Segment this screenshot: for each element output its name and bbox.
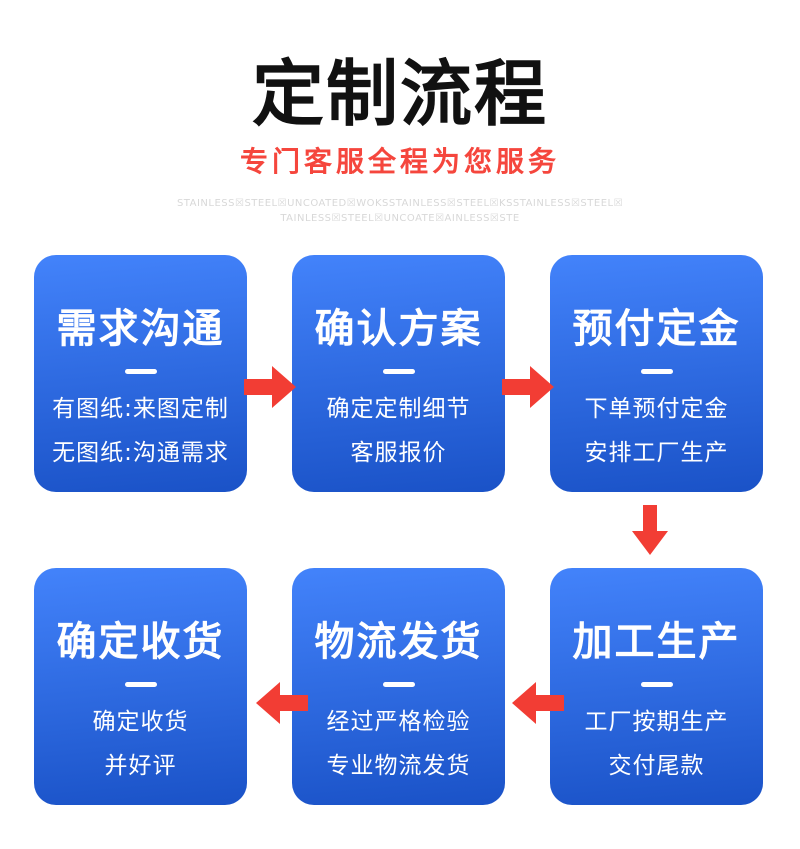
page-subtitle: 专门客服全程为您服务 bbox=[239, 145, 560, 178]
step-divider bbox=[382, 682, 415, 687]
watermark-text: STAINLESS☒STEEL☒UNCOATED☒WOKSSTAINLESS☒S… bbox=[0, 196, 800, 226]
step-title: 加工生产 bbox=[572, 619, 741, 665]
step-card-deposit: 预付定金 下单预付定金 安排工厂生产 bbox=[550, 255, 763, 492]
step-details: 有图纸:来图定制 无图纸:沟通需求 bbox=[52, 387, 229, 475]
step-line: 客服报价 bbox=[350, 440, 447, 466]
step-title: 预付定金 bbox=[572, 306, 741, 352]
step-line: 安排工厂生产 bbox=[584, 440, 729, 466]
watermark-line-2: TAINLESS☒STEEL☒UNCOATE☒AINLESS☒STE bbox=[280, 213, 520, 224]
step-line: 无图纸:沟通需求 bbox=[52, 440, 229, 466]
step-divider bbox=[640, 369, 673, 374]
step-title: 确定收货 bbox=[56, 619, 225, 665]
step-card-confirm-plan: 确认方案 确定定制细节 客服报价 bbox=[292, 255, 505, 492]
step-line: 有图纸:来图定制 bbox=[52, 396, 229, 422]
step-divider bbox=[640, 682, 673, 687]
step-details: 下单预付定金 安排工厂生产 bbox=[585, 387, 729, 475]
step-details: 工厂按期生产 交付尾款 bbox=[585, 700, 729, 788]
step-divider bbox=[124, 682, 157, 687]
arrow-right-icon bbox=[502, 366, 554, 408]
step-card-production: 加工生产 工厂按期生产 交付尾款 bbox=[550, 568, 763, 805]
step-details: 确定收货 并好评 bbox=[93, 700, 189, 788]
step-line: 确定定制细节 bbox=[326, 396, 471, 422]
arrow-right-icon bbox=[244, 366, 296, 408]
step-divider bbox=[382, 369, 415, 374]
step-card-requirements: 需求沟通 有图纸:来图定制 无图纸:沟通需求 bbox=[34, 255, 247, 492]
step-details: 确定定制细节 客服报价 bbox=[327, 387, 471, 475]
step-title: 需求沟通 bbox=[56, 306, 225, 352]
step-title: 确认方案 bbox=[314, 306, 483, 352]
step-line: 工厂按期生产 bbox=[584, 709, 729, 735]
step-card-receipt: 确定收货 确定收货 并好评 bbox=[34, 568, 247, 805]
step-details: 经过严格检验 专业物流发货 bbox=[327, 700, 471, 788]
step-line: 并好评 bbox=[104, 753, 177, 779]
step-line: 专业物流发货 bbox=[326, 753, 471, 779]
step-line: 交付尾款 bbox=[608, 753, 705, 779]
step-divider bbox=[124, 369, 157, 374]
step-line: 经过严格检验 bbox=[326, 709, 471, 735]
step-card-shipping: 物流发货 经过严格检验 专业物流发货 bbox=[292, 568, 505, 805]
step-title: 物流发货 bbox=[314, 619, 483, 665]
page-title: 定制流程 bbox=[251, 52, 548, 136]
watermark-line-1: STAINLESS☒STEEL☒UNCOATED☒WOKSSTAINLESS☒S… bbox=[176, 198, 624, 209]
arrow-left-icon bbox=[256, 682, 308, 724]
step-line: 下单预付定金 bbox=[584, 396, 729, 422]
arrow-down-icon bbox=[632, 505, 668, 555]
step-line: 确定收货 bbox=[92, 709, 189, 735]
arrow-left-icon bbox=[512, 682, 564, 724]
